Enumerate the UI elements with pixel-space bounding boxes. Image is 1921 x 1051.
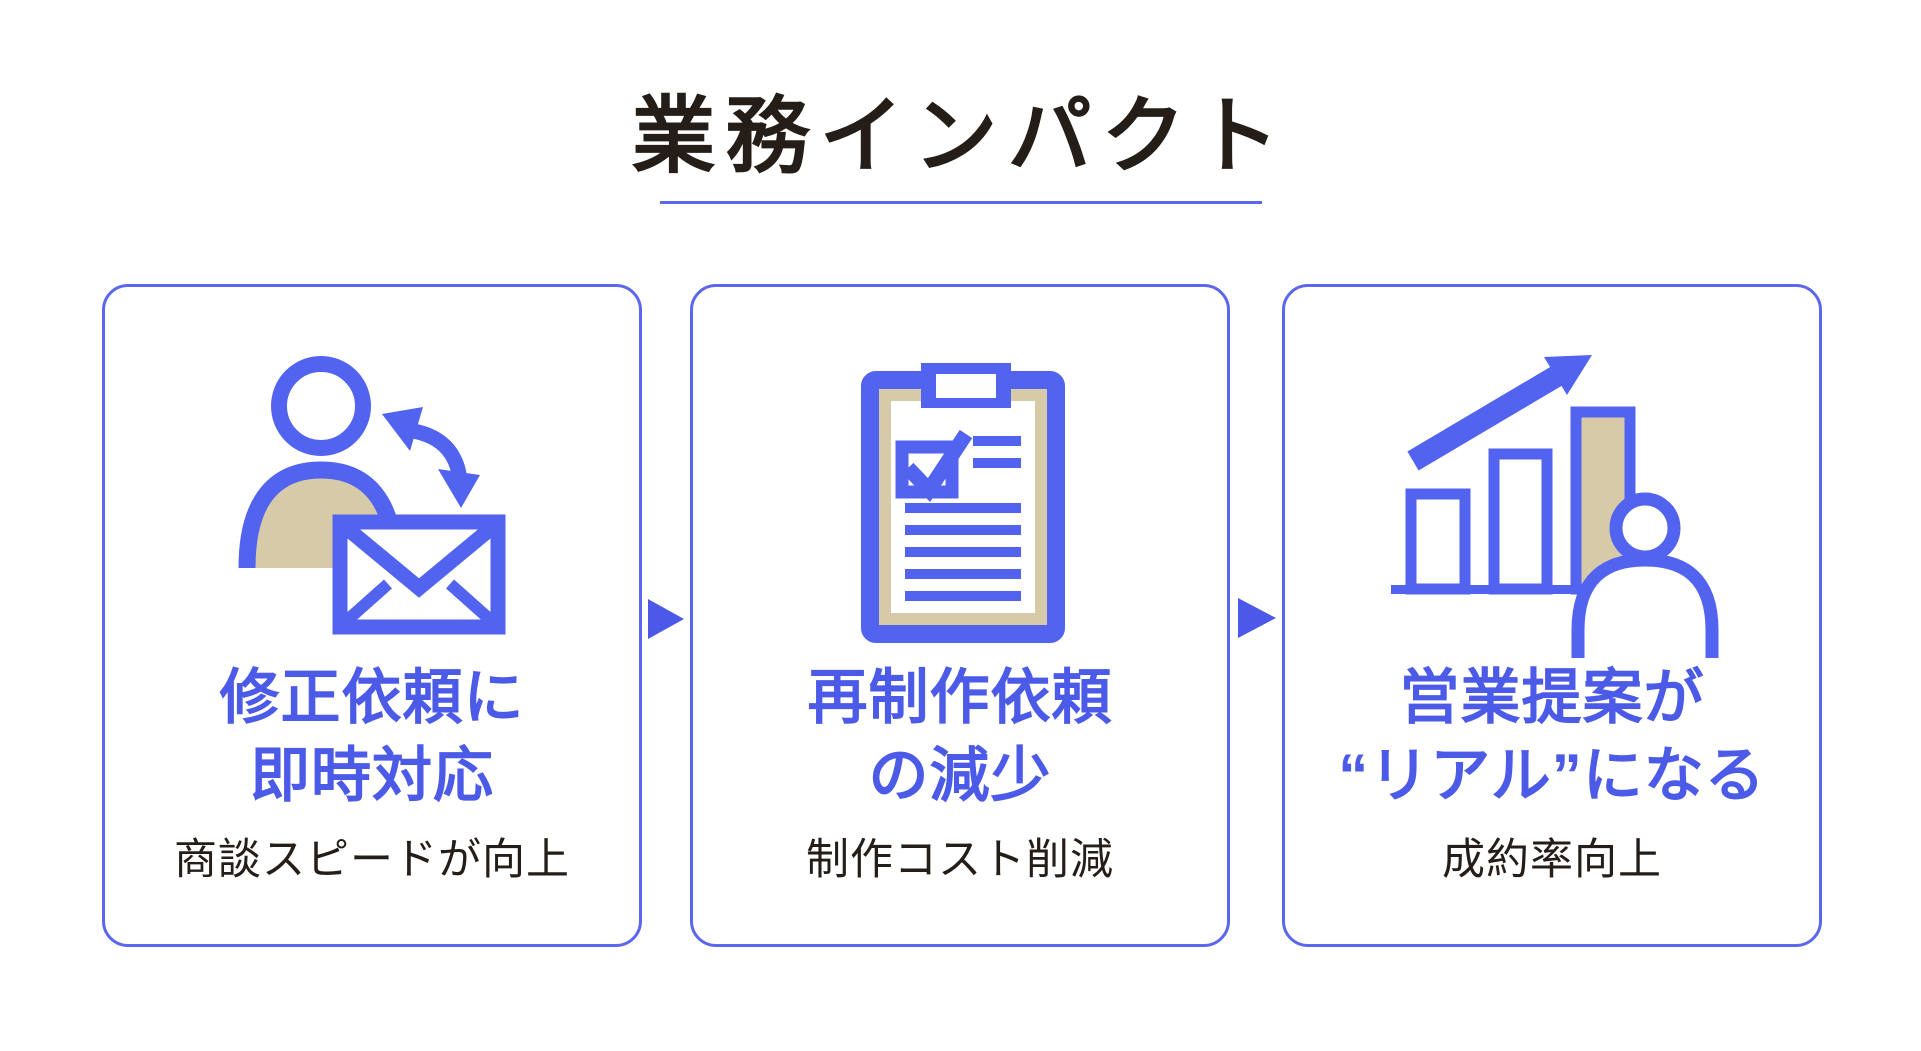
card-heading-line2: 即時対応 bbox=[250, 742, 494, 809]
card-subtext: 制作コスト削減 bbox=[806, 836, 1114, 884]
card-heading-line1: 営業提案が bbox=[1399, 664, 1705, 731]
card-heading-line1: 再制作依頼 bbox=[807, 664, 1113, 731]
card-real-proposals: 営業提案が “リアル”になる 成約率向上 bbox=[1282, 284, 1822, 947]
card-heading: 営業提案が “リアル”になる bbox=[1285, 659, 1819, 815]
card-fewer-remakes: 再制作依頼の減少 制作コスト削減 bbox=[690, 284, 1230, 947]
card-heading: 再制作依頼の減少 bbox=[693, 659, 1227, 815]
page-title: 業務インパクト bbox=[631, 89, 1290, 183]
checklist-clipboard-icon bbox=[861, 363, 1065, 643]
growth-chart-person-icon bbox=[1391, 355, 1719, 658]
card-heading: 修正依頼に即時対応 bbox=[105, 659, 639, 815]
card-heading-line1: 修正依頼に bbox=[219, 664, 525, 731]
card-subtext: 商談スピードが向上 bbox=[174, 836, 570, 884]
card-heading-line2: “リアル”になる bbox=[1338, 742, 1766, 809]
flow-arrow-icon bbox=[1238, 598, 1276, 638]
card-revision-response: 修正依頼に即時対応 商談スピードが向上 bbox=[102, 284, 642, 947]
card-heading-line2: の減少 bbox=[868, 742, 1052, 809]
title-underline bbox=[660, 201, 1262, 204]
flow-arrow-icon bbox=[648, 599, 684, 639]
card-subtext: 成約率向上 bbox=[1442, 836, 1662, 884]
person-mail-sync-icon bbox=[238, 356, 506, 635]
